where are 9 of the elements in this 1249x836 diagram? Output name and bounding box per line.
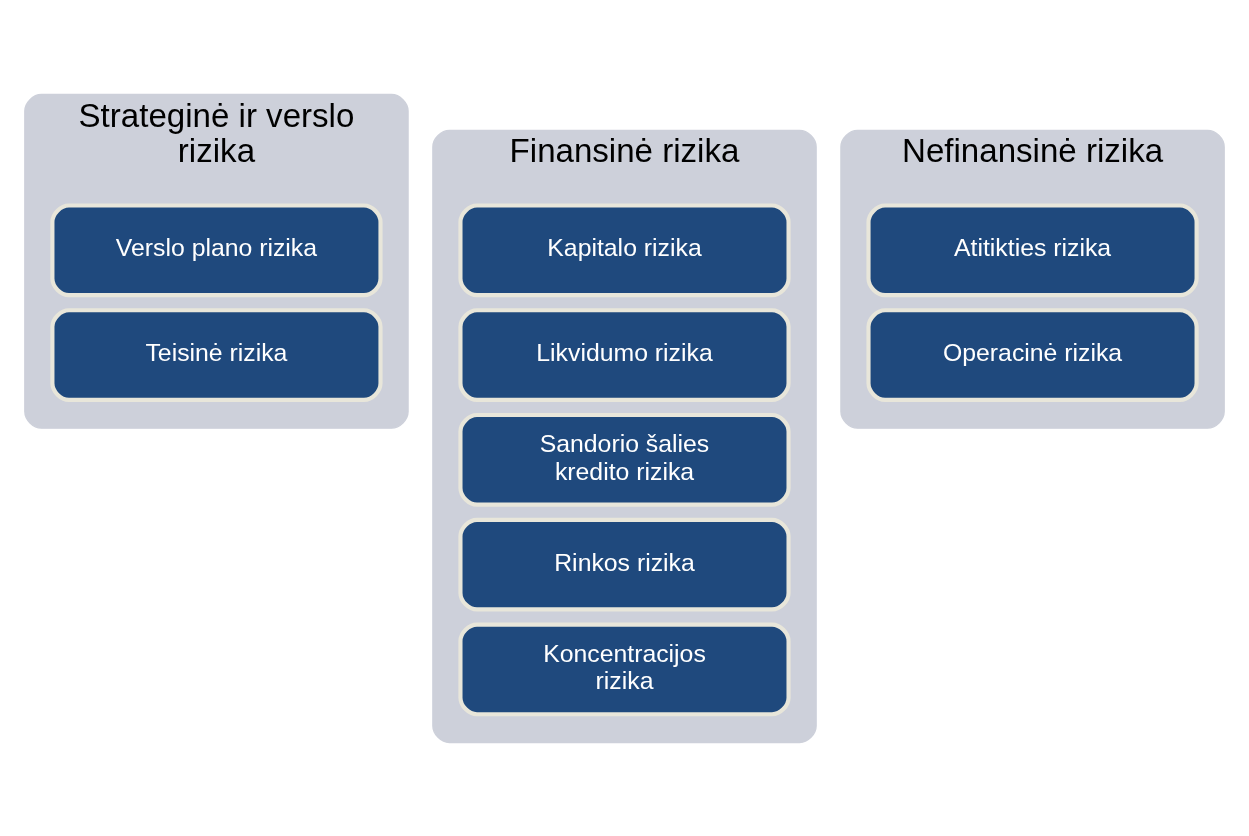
node-box: Verslo plano rizika <box>50 202 383 297</box>
node-box: Rinkos rizika <box>458 517 791 611</box>
node-box: Koncentracijos rizika <box>458 622 791 716</box>
node-box: Sandorio šalies kredito rizika <box>458 412 791 507</box>
node-box: Kapitalo rizika <box>458 202 791 297</box>
node-box: Likvidumo rizika <box>458 307 791 402</box>
node-box: Operacinė rizika <box>866 307 1199 402</box>
node-box: Teisinė rizika <box>50 307 383 402</box>
node-box: Atitikties rizika <box>866 202 1199 297</box>
